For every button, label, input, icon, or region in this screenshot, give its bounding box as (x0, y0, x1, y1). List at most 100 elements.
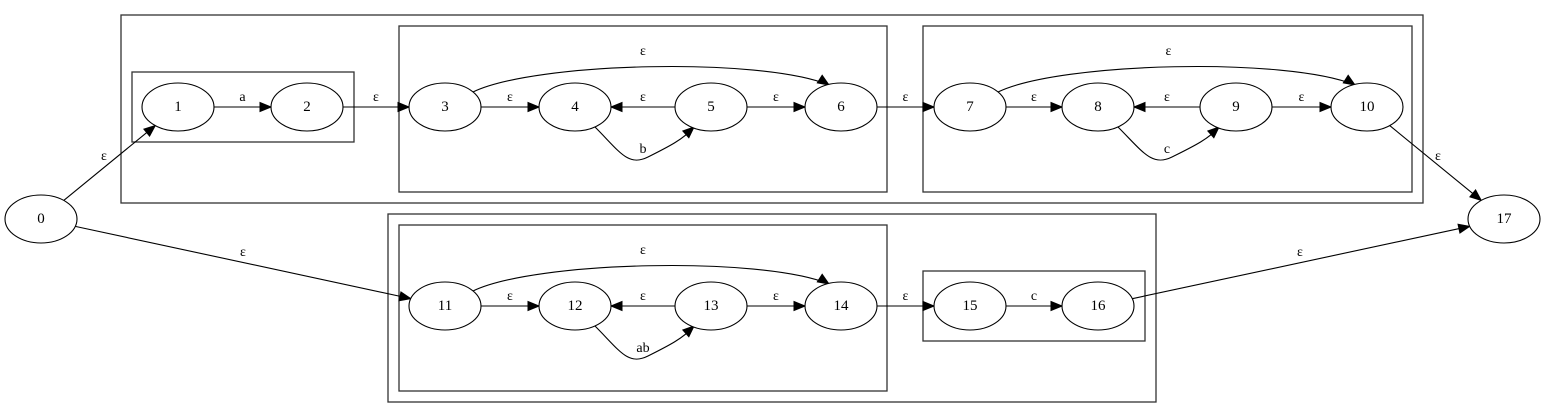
edge-label: ε (373, 90, 379, 105)
edge-label: ε (640, 289, 646, 304)
arrowhead-icon (1469, 189, 1483, 202)
edge-label: ε (773, 289, 779, 304)
state-node-15: 15 (933, 281, 1007, 331)
cluster-concat-top (120, 14, 1424, 204)
arrowhead-icon (143, 124, 157, 137)
state-ellipse (141, 82, 215, 132)
edge-label: ε (1164, 90, 1170, 105)
state-ellipse (1061, 82, 1135, 132)
state-ellipse (538, 281, 612, 331)
edge-1-2: a (214, 90, 273, 113)
edge-line (472, 264, 830, 292)
arrowhead-icon (922, 101, 936, 113)
arrowhead-icon (1319, 101, 1333, 113)
state-ellipse (1199, 82, 1273, 132)
edge-label: ε (101, 149, 107, 164)
state-ellipse (408, 82, 482, 132)
edge-0-11: ε (75, 225, 413, 302)
state-ellipse (1061, 281, 1135, 331)
state-node-0: 0 (4, 194, 78, 244)
state-ellipse (538, 82, 612, 132)
state-label: 10 (1360, 99, 1375, 115)
edge-line (75, 225, 411, 300)
edge-line (1132, 225, 1470, 300)
state-label: 3 (441, 99, 449, 115)
edge-label: ε (903, 289, 909, 304)
arrowhead-icon (816, 74, 831, 86)
arrowhead-icon (816, 273, 831, 285)
edge-3-4: ε (481, 90, 541, 113)
state-label: 14 (834, 298, 850, 314)
state-label: 1 (174, 99, 182, 115)
clusters (120, 14, 1424, 403)
edge-2-3: ε (343, 90, 411, 113)
edge-line (997, 65, 1356, 93)
state-node-6: 6 (804, 82, 878, 132)
state-ellipse (4, 194, 78, 244)
arrowhead-icon (1050, 101, 1064, 113)
edge-label: ε (1299, 90, 1305, 105)
edge-6-7: ε (877, 90, 936, 113)
arrowhead-icon (609, 300, 623, 312)
edge-16-17: ε (1132, 223, 1472, 300)
edge-line (594, 325, 695, 360)
state-node-3: 3 (408, 82, 482, 132)
state-ellipse (674, 281, 748, 331)
edge-13-12: ε (609, 289, 675, 312)
state-label: 12 (568, 298, 583, 314)
arrowhead-icon (398, 291, 413, 302)
edge-label: c (1031, 289, 1037, 304)
state-ellipse (1467, 194, 1541, 244)
state-node-17: 17 (1467, 194, 1541, 244)
arrowhead-icon (1342, 74, 1357, 86)
state-ellipse (804, 281, 878, 331)
arrowhead-icon (609, 101, 623, 113)
edge-label: b (640, 142, 647, 157)
edge-label: ε (1166, 44, 1172, 59)
state-label: 2 (303, 99, 311, 115)
edge-5-6: ε (747, 90, 807, 113)
edge-5-4: ε (609, 90, 675, 113)
state-ellipse (674, 82, 748, 132)
arrowhead-icon (1206, 126, 1220, 139)
edge-label: ε (640, 90, 646, 105)
edge-label: a (239, 90, 246, 105)
edge-label: ε (640, 44, 646, 59)
edge-12-13: ab (594, 325, 695, 360)
state-ellipse (933, 281, 1007, 331)
edge-label: ε (773, 90, 779, 105)
arrowhead-icon (793, 300, 807, 312)
cluster-concat-bottom (387, 213, 1157, 403)
state-node-7: 7 (933, 82, 1007, 132)
edge-label: c (1164, 142, 1170, 157)
edge-0-1: ε (63, 124, 157, 201)
state-label: 7 (966, 99, 974, 115)
state-node-4: 4 (538, 82, 612, 132)
edge-9-8: ε (1132, 90, 1200, 113)
state-label: 5 (707, 99, 715, 115)
arrowhead-icon (922, 300, 936, 312)
edge-label: ε (640, 243, 646, 258)
state-label: 9 (1232, 99, 1240, 115)
state-label: 0 (37, 211, 45, 227)
arrowhead-icon (1050, 300, 1064, 312)
arrowhead-icon (259, 101, 273, 113)
edge-line (472, 65, 830, 93)
state-label: 6 (837, 99, 845, 115)
state-node-12: 12 (538, 281, 612, 331)
edge-label: ε (1031, 90, 1037, 105)
edge-3-6: ε (472, 44, 831, 93)
edge-9-10: ε (1272, 90, 1333, 113)
state-node-1: 1 (141, 82, 215, 132)
arrowhead-icon (397, 101, 411, 113)
state-label: 8 (1094, 99, 1102, 115)
state-label: 13 (704, 298, 719, 314)
edge-label: ε (1297, 245, 1303, 260)
edge-13-14: ε (747, 289, 807, 312)
edge-line (1389, 125, 1482, 201)
arrowhead-icon (681, 325, 695, 338)
state-label: 4 (571, 99, 579, 115)
state-node-16: 16 (1061, 281, 1135, 331)
edge-7-10: ε (997, 44, 1357, 93)
